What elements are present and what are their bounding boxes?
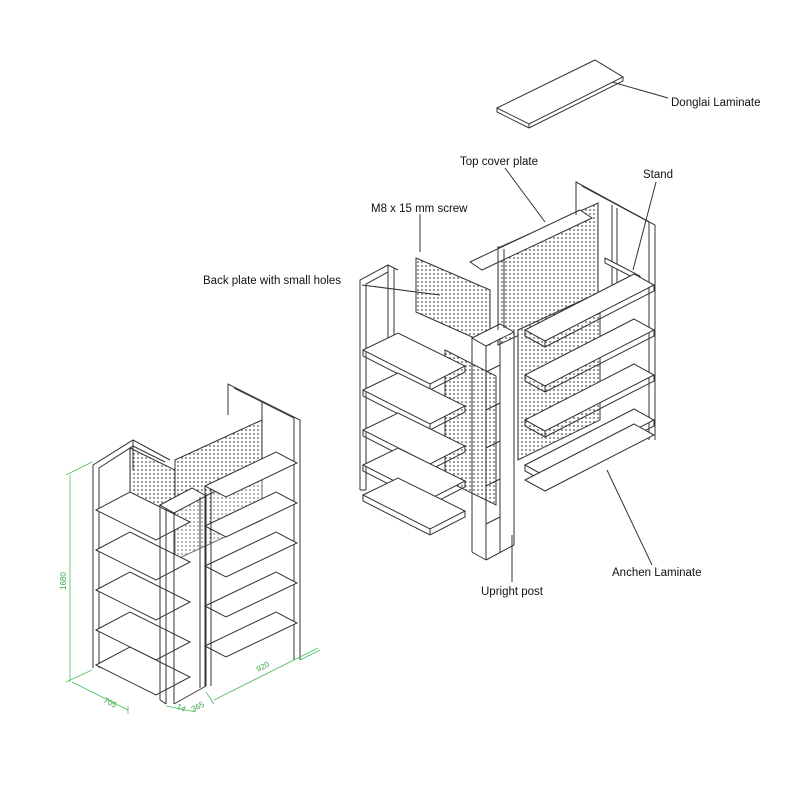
label-stand: Stand [643, 169, 673, 181]
donglai-leader [611, 81, 669, 99]
upright-post-part [470, 246, 516, 561]
label-screw: M8 x 15 mm screw [371, 203, 468, 215]
left-shelves [361, 332, 467, 536]
left-frame [359, 264, 399, 490]
top-cover-plate-part [468, 209, 594, 271]
assembled-shelf [92, 383, 301, 705]
back-plate-leader [361, 284, 441, 296]
top-cover-leader [504, 167, 546, 223]
label-upright-post: Upright post [481, 586, 544, 598]
assembled-right-shelves [203, 451, 299, 686]
dim-depth: 705 [102, 696, 118, 710]
label-anchen-laminate: Anchen Laminate [612, 567, 702, 579]
dimension-lines [65, 461, 321, 714]
anchen-leader [606, 469, 653, 566]
dim-small-width: 365 [190, 699, 206, 713]
assembled-left-shelves [94, 491, 192, 696]
left-back-panel [415, 257, 491, 346]
stand-leader [632, 181, 657, 271]
label-top-cover-plate: Top cover plate [460, 156, 538, 168]
dim-width: 920 [255, 659, 271, 673]
donglai-laminate-part [495, 59, 625, 129]
exploded-assembly [359, 181, 656, 561]
label-donglai-laminate: Donglai Laminate [671, 97, 761, 109]
dim-height: 1680 [59, 572, 68, 590]
right-shelves [523, 273, 656, 492]
dim-small-depth: 14 [175, 702, 188, 714]
label-back-plate: Back plate with small holes [203, 275, 341, 287]
